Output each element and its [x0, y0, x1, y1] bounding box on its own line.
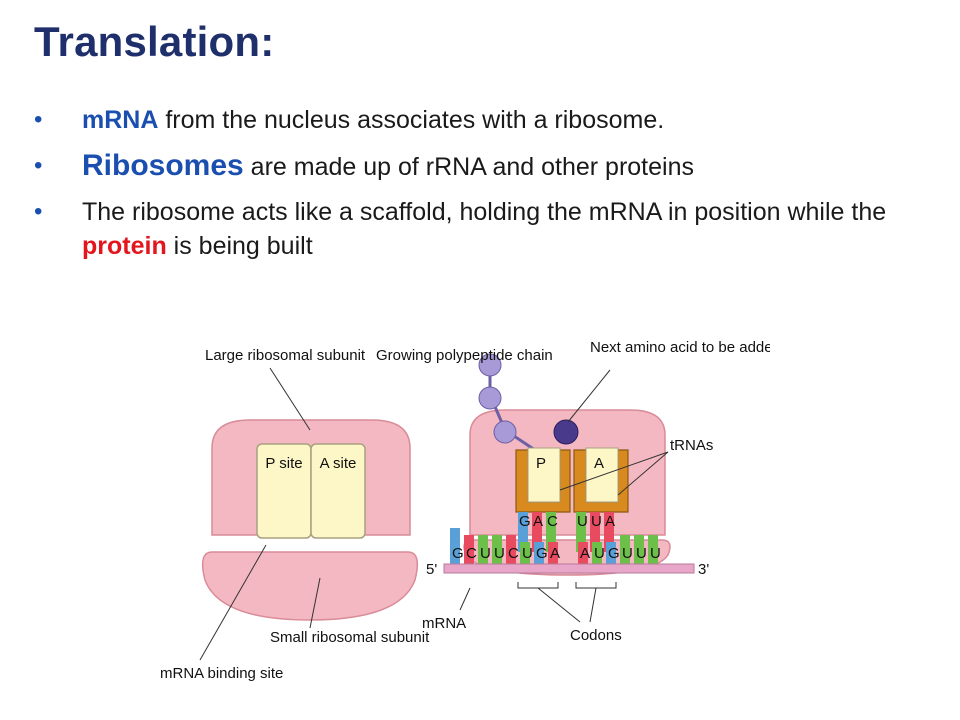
bullet-text: is being built: [166, 232, 313, 260]
svg-text:U: U: [622, 545, 633, 562]
bullet-ribosomes: Ribosomes are made up of rRNA and other …: [34, 144, 934, 189]
a-site-box: [585, 447, 619, 503]
mrna-binding-site-label: mRNA binding site: [160, 665, 283, 682]
anticodon-letter: A: [605, 513, 615, 530]
small-subunit-shape: [201, 551, 419, 621]
large-subunit-label: Large ribosomal subunit: [205, 347, 366, 364]
leader-line: [617, 451, 669, 496]
bullet-scaffold: The ribosome acts like a scaffold, holdi…: [34, 195, 934, 263]
amino-acid: [478, 353, 502, 377]
mrna-letters: G C U U C U G A A U G U U U: [452, 545, 661, 562]
anticodon-letter: C: [547, 513, 558, 530]
svg-text:U: U: [650, 545, 661, 562]
leader-line: [589, 587, 597, 623]
leader-line: [269, 367, 311, 431]
anticodon-letter: G: [519, 513, 531, 530]
svg-text:U: U: [636, 545, 647, 562]
leader-line: [537, 587, 581, 623]
svg-text:U: U: [494, 545, 505, 562]
bullet-text: The ribosome acts like a scaffold, holdi…: [82, 198, 887, 226]
a-label: A: [594, 455, 604, 472]
codons-label: Codons: [570, 627, 622, 644]
small-subunit-label: Small ribosomal subunit: [270, 629, 430, 646]
ribosome-diagram: P site A site Large ribosomal subunit Sm…: [160, 339, 770, 682]
anticodons: [518, 512, 614, 552]
leader-line: [199, 544, 267, 661]
right-ribosome: P A G A C U U A: [376, 339, 770, 644]
growing-chain-label: Growing polypeptide chain: [376, 347, 553, 364]
svg-text:A: A: [580, 545, 590, 562]
bullet-text: from the nucleus associates with a ribos…: [158, 106, 665, 134]
svg-text:U: U: [480, 545, 491, 562]
mrna-bases: [450, 528, 658, 564]
svg-text:A: A: [550, 545, 560, 562]
p-site-label: P site: [265, 455, 302, 472]
keyword-ribosomes: Ribosomes: [82, 149, 244, 182]
next-amino-acid: [553, 419, 579, 445]
bullet-mrna: mRNA from the nucleus associates with a …: [34, 98, 934, 142]
mrna-label: mRNA: [422, 615, 466, 632]
amino-acid: [478, 386, 502, 410]
anticodon-letter: A: [533, 513, 543, 530]
codon-bracket: [575, 582, 617, 589]
codon-bracket: [517, 582, 559, 589]
leader-line: [309, 577, 321, 629]
slide-title: Translation:: [34, 18, 275, 65]
p-label: P: [536, 455, 546, 472]
bullet-list: mRNA from the nucleus associates with a …: [34, 98, 934, 263]
amino-acid: [493, 420, 517, 444]
leader-line: [567, 369, 611, 423]
svg-text:G: G: [452, 545, 464, 562]
a-site-label: A site: [320, 455, 357, 472]
keyword-mrna: mRNA: [82, 106, 159, 134]
keyword-protein: protein: [82, 232, 167, 260]
p-site-box: [527, 447, 561, 503]
bullet-text: are made up of rRNA and other proteins: [243, 153, 694, 181]
svg-text:C: C: [508, 545, 519, 562]
trnas-label: tRNAs: [670, 437, 713, 454]
five-prime-label: 5': [426, 561, 437, 578]
leader-line: [559, 451, 669, 491]
three-prime-label: 3': [698, 561, 709, 578]
anticodon-letter: U: [577, 513, 588, 530]
svg-text:C: C: [466, 545, 477, 562]
svg-text:G: G: [608, 545, 620, 562]
a-site-box: [310, 443, 366, 539]
left-ribosome: P site A site Large ribosomal subunit Sm…: [160, 347, 430, 682]
svg-text:U: U: [522, 545, 533, 562]
leader-line: [459, 587, 471, 611]
svg-text:G: G: [536, 545, 548, 562]
next-amino-label: Next amino acid to be added to the chain: [590, 339, 770, 356]
anticodon-letter: U: [591, 513, 602, 530]
svg-text:U: U: [594, 545, 605, 562]
mrna-strand: [443, 563, 695, 574]
